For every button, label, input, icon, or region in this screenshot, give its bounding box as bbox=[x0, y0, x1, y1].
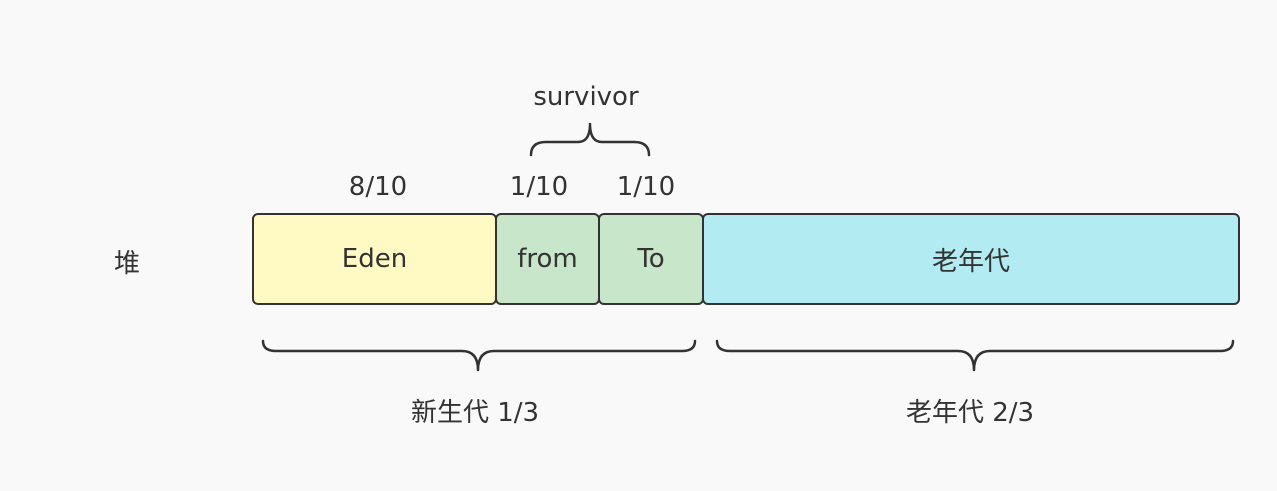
young-generation-brace bbox=[261, 339, 697, 372]
from-ratio-label: 1/10 bbox=[509, 172, 569, 202]
eden-region: Eden bbox=[252, 213, 497, 305]
from-region-label: from bbox=[517, 244, 578, 274]
survivor-label: survivor bbox=[533, 82, 639, 112]
survivor-brace bbox=[529, 122, 651, 157]
heap-label: 堆 bbox=[113, 249, 141, 279]
from-region: from bbox=[495, 213, 600, 305]
to-region: To bbox=[598, 213, 704, 305]
young-generation-label: 新生代 1/3 bbox=[410, 398, 540, 428]
eden-ratio-label: 8/10 bbox=[348, 172, 408, 202]
to-ratio-label: 1/10 bbox=[616, 172, 676, 202]
old-generation-label: 老年代 2/3 bbox=[905, 398, 1035, 428]
old-generation-region: 老年代 bbox=[702, 213, 1240, 305]
old-generation-region-label: 老年代 bbox=[931, 246, 1010, 277]
old-generation-brace bbox=[715, 339, 1235, 372]
to-region-label: To bbox=[637, 244, 665, 274]
eden-region-label: Eden bbox=[341, 244, 408, 274]
